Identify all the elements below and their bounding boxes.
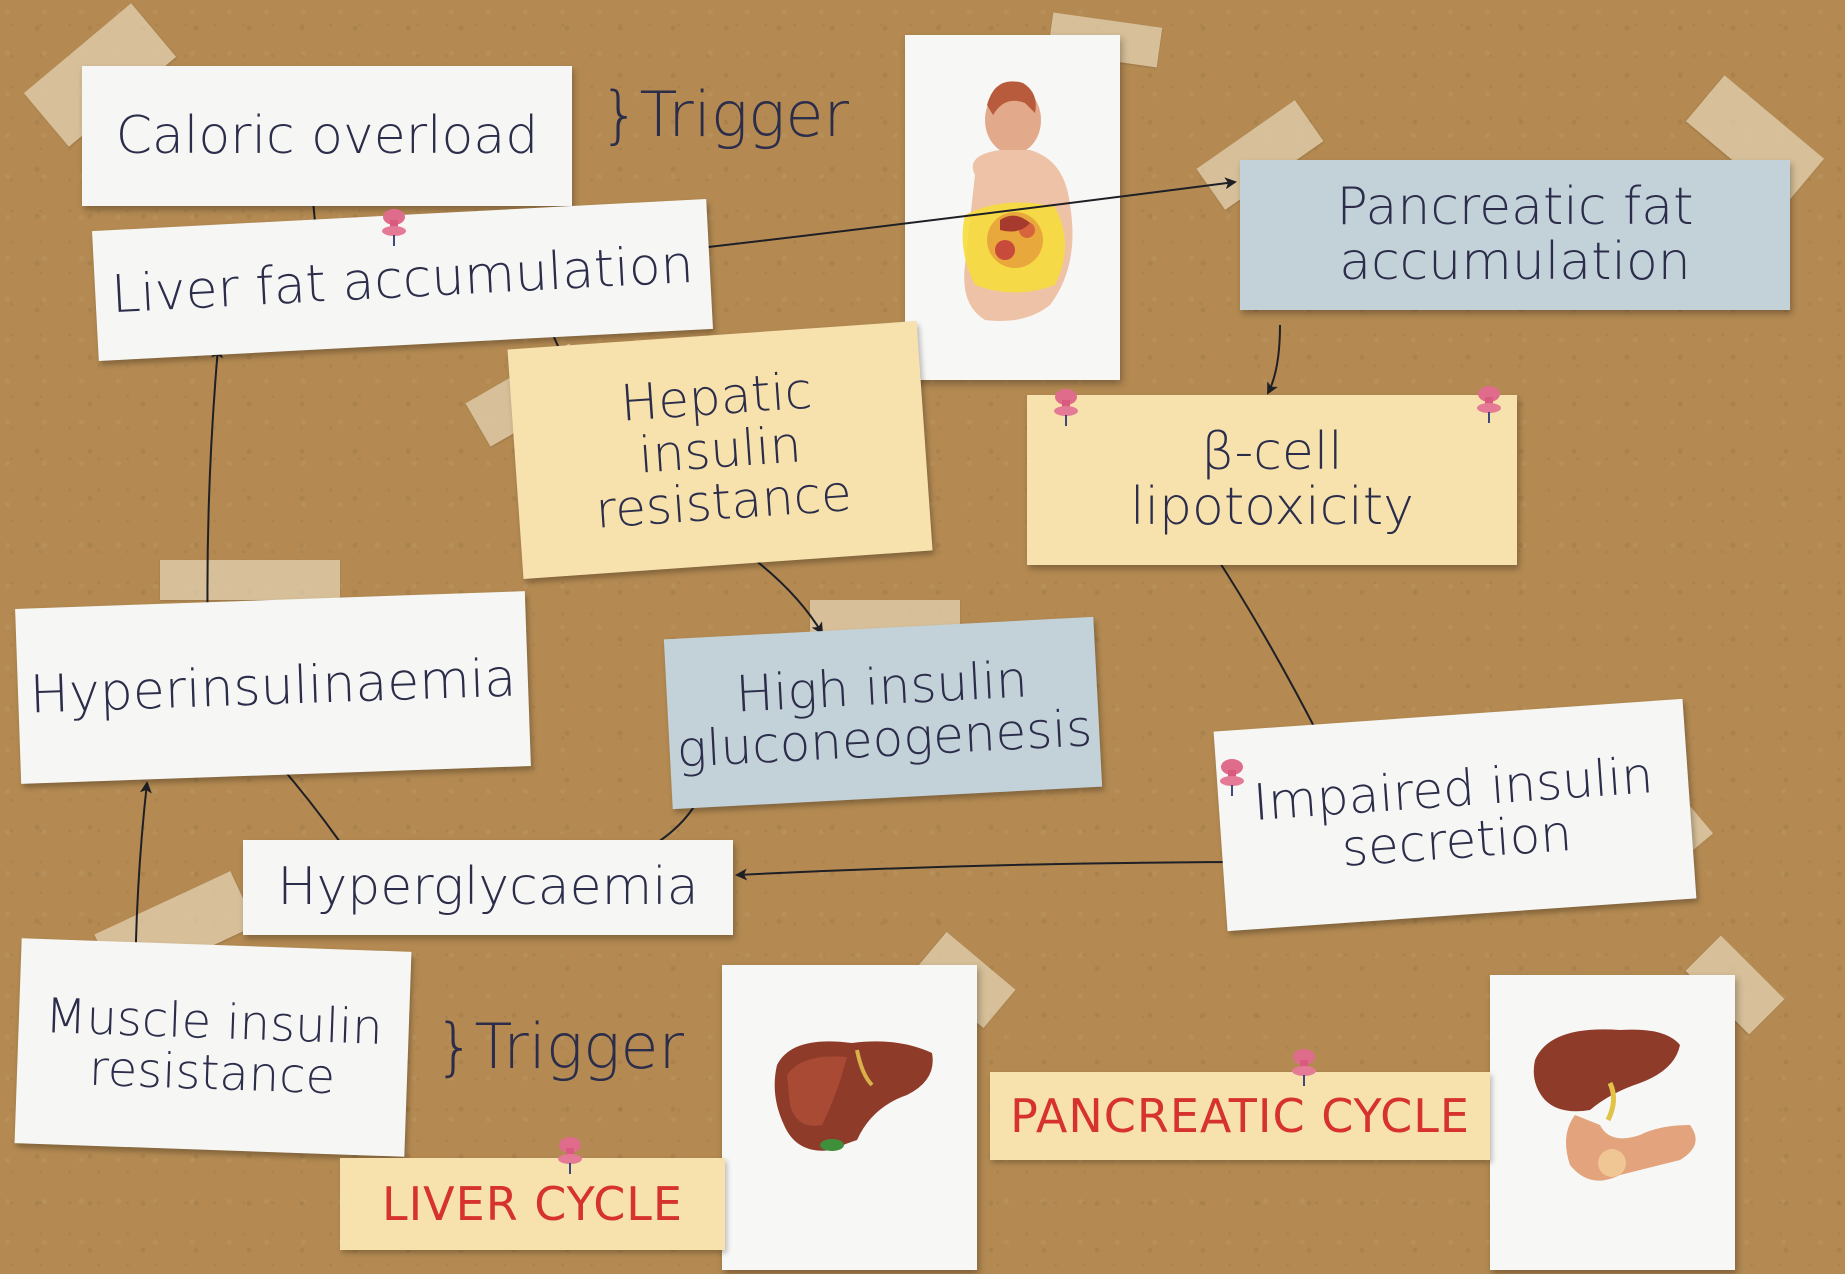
pancreatic-cycle-label: PANCREATIC CYCLE bbox=[990, 1072, 1490, 1160]
node-caloric-overload: Caloric overload bbox=[82, 66, 572, 206]
push-pin-icon bbox=[1218, 758, 1246, 798]
push-pin-icon bbox=[1475, 385, 1503, 425]
node-pancreatic-fat-accumulation: Pancreatic fat accumulation bbox=[1240, 160, 1790, 310]
node-muscle-insulin-resistance: Muscle insulin resistance bbox=[15, 938, 412, 1156]
trigger-label-top: }Trigger bbox=[600, 78, 849, 151]
arrow-liver-to-pancreatic bbox=[700, 182, 1235, 248]
push-pin-icon bbox=[1052, 388, 1080, 428]
node-hyperglycaemia: Hyperglycaemia bbox=[243, 840, 733, 935]
node-high-insulin-gluconeogenesis: High insulin gluconeogenesis bbox=[664, 617, 1102, 809]
arrow-pancreatic-to-beta bbox=[1268, 325, 1280, 393]
push-pin-icon bbox=[1290, 1048, 1318, 1088]
push-pin-icon bbox=[380, 208, 408, 248]
trigger-label-bottom: }Trigger bbox=[435, 1010, 684, 1083]
node-hepatic-insulin-resistance: Hepatic insulin resistance bbox=[507, 321, 932, 579]
liver-cycle-label: LIVER CYCLE bbox=[340, 1158, 725, 1250]
arrow-impaired-to-hyperglyc bbox=[737, 862, 1270, 875]
arrow-beta-to-impaired bbox=[1215, 555, 1322, 742]
node-beta-cell-lipotoxicity: β-cell lipotoxicity bbox=[1027, 395, 1517, 565]
arrow-hyperins-to-liver bbox=[207, 348, 218, 645]
push-pin-icon bbox=[556, 1136, 584, 1176]
node-impaired-insulin-secretion: Impaired insulin secretion bbox=[1214, 699, 1697, 931]
node-hyperinsulinaemia: Hyperinsulinaemia bbox=[15, 591, 531, 784]
